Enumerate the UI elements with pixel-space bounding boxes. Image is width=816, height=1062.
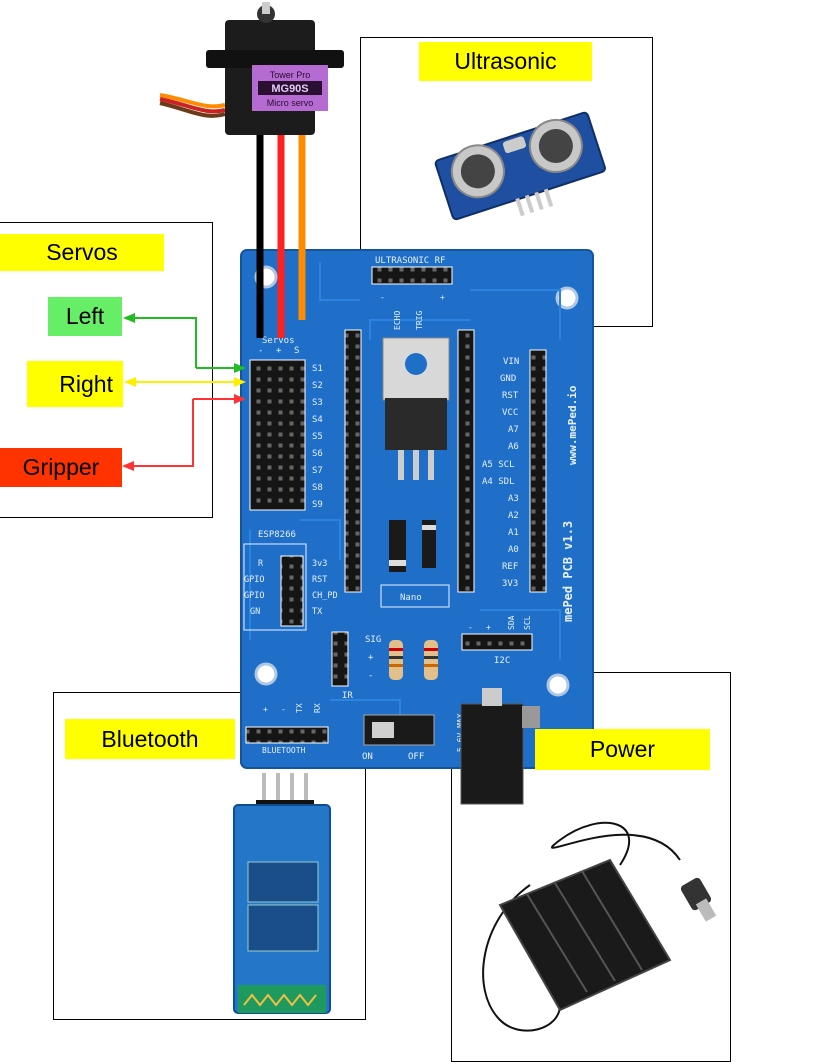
- ir-label: IR: [342, 691, 353, 701]
- nano-socket: Nano: [344, 329, 475, 608]
- right-label: Right: [27, 361, 123, 407]
- servos-label: Servos: [0, 234, 164, 271]
- diode: [422, 520, 436, 568]
- ir-header: SIG + - IR: [331, 631, 438, 701]
- bluetooth-module: [233, 773, 331, 1014]
- servo-header-pin-2: +: [276, 346, 282, 356]
- servo-pin-s8: S8: [312, 483, 323, 493]
- bluetooth-label: Bluetooth: [65, 719, 235, 759]
- i2c-pin-1: -: [468, 623, 473, 632]
- servo-type: Micro servo: [267, 98, 314, 108]
- servo-motor: Tower Pro MG90S Micro servo: [159, 2, 344, 135]
- dc-jack: [460, 688, 540, 805]
- ultrasonic-label: Ultrasonic: [419, 42, 592, 81]
- esp-label: ESP8266: [258, 530, 296, 540]
- nano-pin-vcc: VCC: [502, 408, 518, 418]
- us-pin-3: TRIG: [415, 311, 424, 330]
- bt-pin-2: -: [281, 705, 286, 714]
- resistor: [424, 640, 438, 680]
- servo-brand: Tower Pro: [270, 70, 311, 80]
- esp-left-pin-gpio1: GPIO: [244, 575, 264, 585]
- left-label: Left: [48, 297, 122, 336]
- mounting-hole: [254, 662, 278, 686]
- esp-right-pin-tx: TX: [312, 607, 323, 617]
- i2c-label: I2C: [494, 656, 510, 666]
- ultrasonic-sensor: [434, 111, 606, 221]
- servo-header-pin-1: -: [258, 346, 263, 356]
- switch-on-label: ON: [362, 752, 373, 762]
- servo-pin-s4: S4: [312, 415, 323, 425]
- nano-pin-a1: A1: [508, 528, 519, 538]
- servo-header-label: Servos: [262, 336, 295, 346]
- i2c-pin-4: SCL: [523, 615, 532, 630]
- resistor: [389, 640, 403, 680]
- ir-pin-sig: SIG: [365, 635, 381, 645]
- ir-pin-plus: +: [368, 653, 374, 663]
- nano-pin-a7: A7: [508, 425, 519, 435]
- nano-pin-rst: RST: [502, 391, 519, 401]
- esp8266-header: ESP8266 R GPIO GPIO GN 3v3 RST CH_PD TX: [243, 530, 338, 631]
- servos-frame: [0, 222, 213, 518]
- nano-pin-column: VIN GND RST VCC A7 A6 A5 SCL A4 SDL A3 A…: [482, 349, 579, 622]
- esp-right-pin-3v3: 3v3: [312, 559, 327, 569]
- bluetooth-header: BLUETOOTH + - TX RX: [245, 703, 329, 755]
- ultrasonic-header-label: ULTRASONIC RF: [375, 256, 445, 266]
- servo-pin-s7: S7: [312, 466, 323, 476]
- servo-header: Servos - + S S1 S2 S3 S4 S5 S6 S7 S8 S9: [249, 336, 323, 511]
- battery-pack: [482, 821, 717, 1032]
- power-label: Power: [535, 729, 710, 770]
- mounting-hole: [555, 286, 579, 310]
- us-pin-1: -: [380, 293, 385, 302]
- esp-left-pin-r: R: [258, 559, 264, 569]
- nano-pin-a4: A4 SDL: [482, 477, 515, 487]
- bt-pin-4: RX: [313, 703, 322, 713]
- servo-pin-s1: S1: [312, 364, 323, 374]
- servo-pin-s9: S9: [312, 500, 323, 510]
- bt-pin-3: TX: [295, 703, 304, 713]
- esp-right-pin-chpd: CH_PD: [312, 591, 338, 601]
- servo-flange: [206, 50, 344, 68]
- arrow-gripper-line: [122, 399, 194, 471]
- arrow-left-line: [123, 313, 197, 368]
- i2c-header: I2C - + SDA SCL: [461, 615, 533, 666]
- regulator-body: [385, 398, 447, 450]
- us-pin-2: ECHO: [393, 311, 402, 330]
- nano-pin-a5: A5 SCL: [482, 460, 515, 470]
- bt-pin-1: +: [263, 705, 268, 714]
- ultrasonic-header: ULTRASONIC RF - ECHO TRIG +: [371, 256, 453, 330]
- bt-header-label: BLUETOOTH: [262, 746, 306, 755]
- nano-pin-a3: A3: [508, 494, 519, 504]
- servo-model: MG90S: [271, 83, 308, 95]
- gripper-label: Gripper: [0, 448, 122, 487]
- nano-pin-a6: A6: [508, 442, 519, 452]
- pcb-title: mePed PCB v1.3: [561, 521, 575, 622]
- ir-pin-minus: -: [368, 671, 373, 681]
- nano-pin-vin: VIN: [503, 357, 519, 367]
- nano-pin-ref: REF: [502, 562, 518, 572]
- servo-pin-s5: S5: [312, 432, 323, 442]
- esp-left-pin-gn: GN: [250, 607, 260, 617]
- nano-pin-a0: A0: [508, 545, 519, 555]
- nano-pin-3v3: 3V3: [502, 579, 518, 589]
- diode: [389, 520, 406, 572]
- servo-pin-s2: S2: [312, 381, 323, 391]
- bluetooth-frame: [53, 692, 366, 1020]
- switch-off-label: OFF: [408, 752, 424, 762]
- esp-right-pin-rst: RST: [312, 575, 327, 585]
- nano-pin-a2: A2: [508, 511, 519, 521]
- esp-left-pin-gpio2: GPIO: [244, 591, 264, 601]
- i2c-pin-2: +: [486, 623, 491, 632]
- nano-label: Nano: [400, 593, 422, 603]
- servo-header-pin-3: S: [294, 346, 299, 356]
- i2c-pin-3: SDA: [507, 615, 516, 630]
- pcb-url: www.mePed.io: [566, 385, 579, 465]
- nano-pin-gnd: GND: [500, 374, 516, 384]
- servo-pin-s3: S3: [312, 398, 323, 408]
- mounting-hole: [546, 673, 570, 697]
- servo-pin-s6: S6: [312, 449, 323, 459]
- us-pin-4: +: [440, 293, 445, 302]
